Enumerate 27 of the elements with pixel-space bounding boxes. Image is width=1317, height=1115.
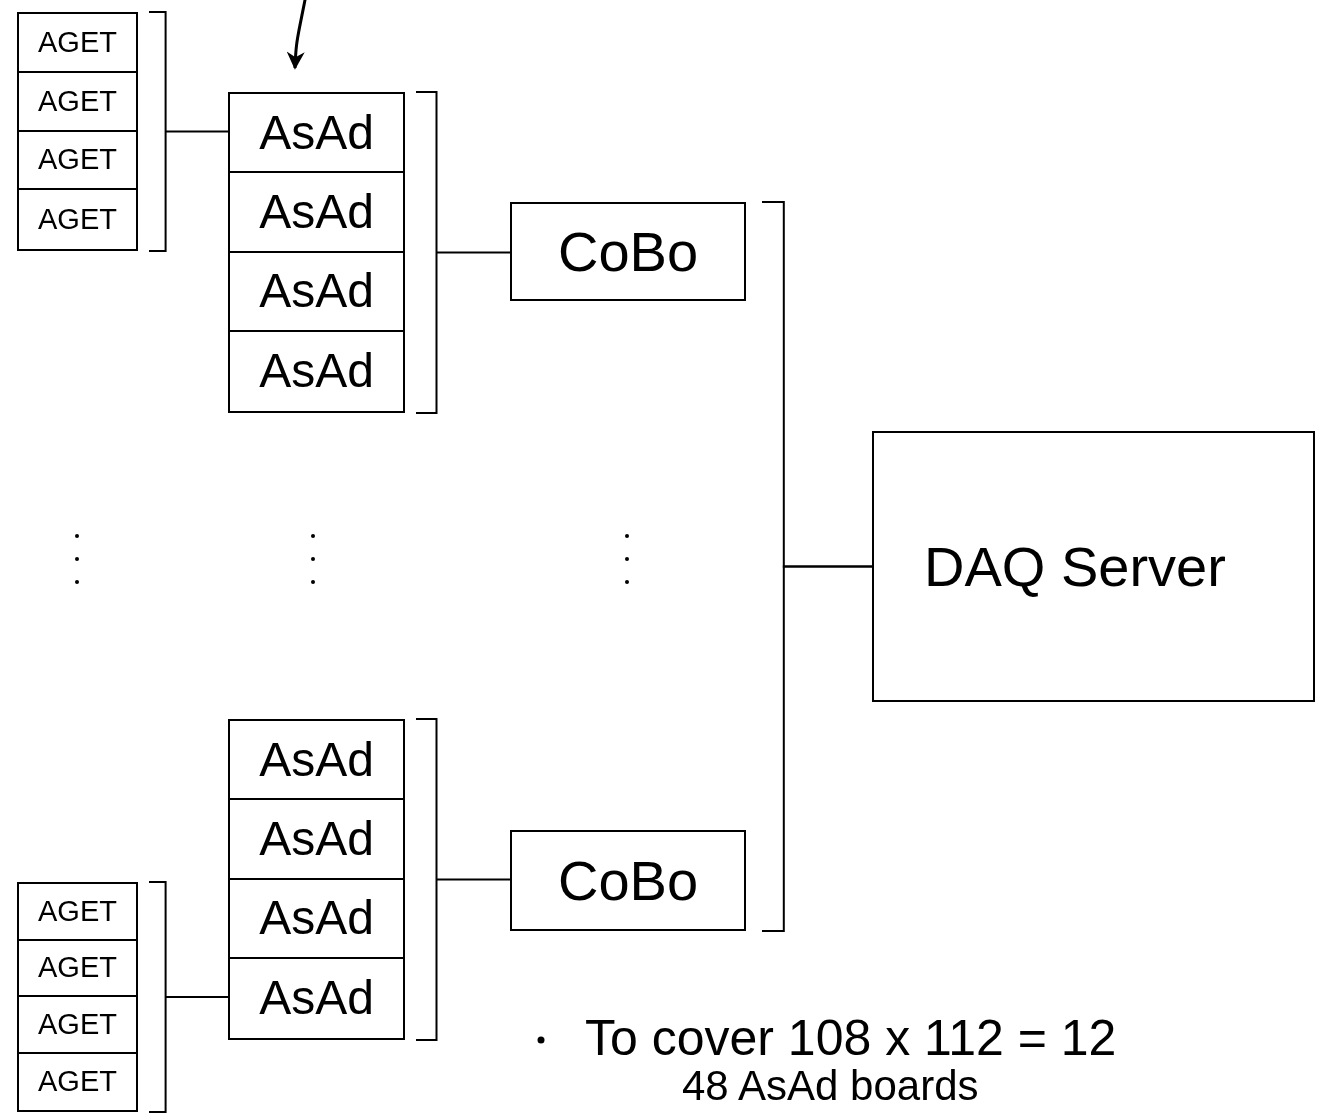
board-stack [228, 92, 405, 413]
board-cell: AsAd [230, 173, 403, 253]
arrow [286, 0, 308, 70]
board-cell: AGET [19, 997, 136, 1054]
board-cell: AGET [19, 190, 136, 249]
bracket-connector [415, 718, 511, 1041]
board-cell: AsAd [230, 800, 403, 880]
board-cell: AsAd [230, 879, 403, 959]
board-stack [228, 719, 405, 1040]
board-box: CoBo [510, 202, 746, 301]
bracket-connector [761, 565, 873, 932]
board-cell: AGET [19, 940, 136, 997]
board-cell: AsAd [230, 721, 403, 801]
board-cell: AGET [19, 131, 136, 191]
board-box: CoBo [510, 830, 746, 931]
server-box: DAQ Server [872, 431, 1315, 702]
board-cell: AsAd [230, 94, 403, 174]
board-cell: AGET [19, 884, 136, 941]
board-cell: AsAd [230, 331, 403, 411]
board-stack [17, 12, 138, 251]
board-cell: AsAd [230, 252, 403, 332]
board-cell: AsAd [230, 958, 403, 1038]
board-cell: AGET [19, 72, 136, 132]
board-cell: AGET [19, 14, 136, 73]
board-cell: AGET [19, 1053, 136, 1110]
board-stack [17, 882, 138, 1112]
bracket-connector [415, 91, 511, 414]
